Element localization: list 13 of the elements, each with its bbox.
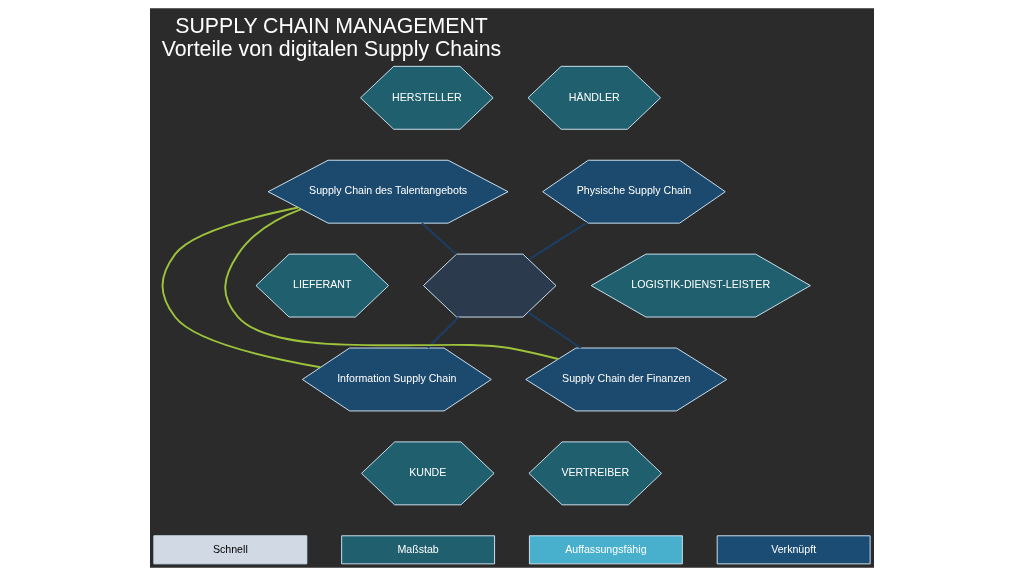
node-box: Maßstab — [341, 535, 496, 565]
connector — [420, 222, 457, 256]
node-box: Auffassungsfähig — [528, 535, 683, 565]
connector — [224, 208, 560, 361]
caption: Vorteile von digitalen Supply Chains — [161, 37, 502, 62]
connector — [527, 311, 582, 349]
connector — [426, 316, 460, 349]
node-hexagon — [422, 253, 557, 318]
connector — [528, 221, 589, 261]
connector — [161, 206, 322, 369]
node-box: Schnell — [153, 535, 308, 565]
node-box: Verknüpft — [716, 535, 871, 565]
diagram-title: SUPPLY CHAIN MANAGEMENT — [175, 14, 488, 39]
